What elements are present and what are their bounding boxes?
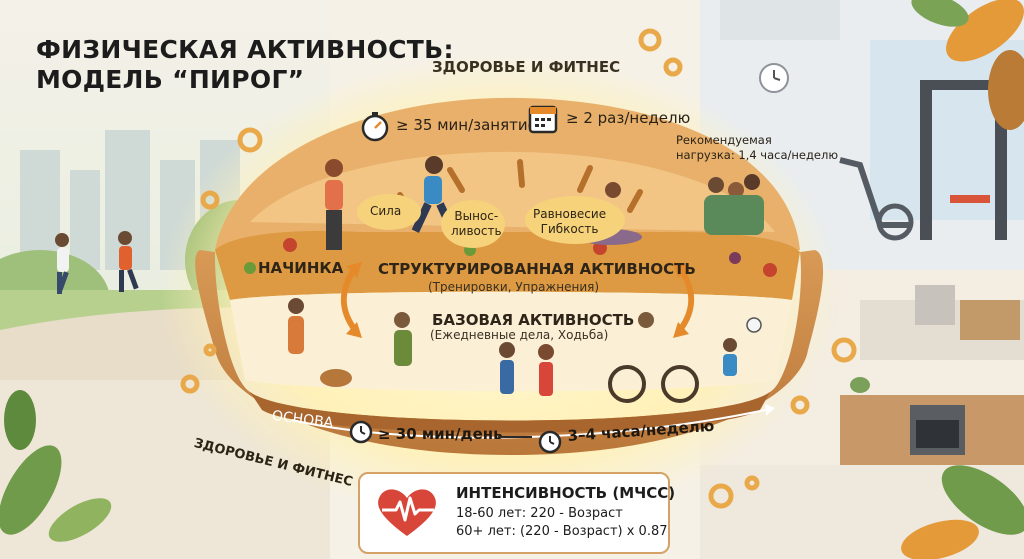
structured-activity-subtitle: (Тренировки, Упражнения) bbox=[428, 280, 600, 294]
calendar-icon bbox=[528, 102, 558, 138]
tag-bg-balance bbox=[525, 196, 625, 244]
heart-pulse-icon bbox=[372, 484, 442, 542]
exercise-bike bbox=[839, 157, 990, 241]
dog bbox=[320, 369, 352, 387]
daily-stat: ≥ 30 мин/день bbox=[378, 425, 503, 443]
leaves-top-right bbox=[911, 0, 1024, 130]
clock-icon bbox=[349, 420, 373, 448]
recommended-load-line-1: Рекомендуемая bbox=[676, 133, 772, 147]
power-rack bbox=[920, 80, 932, 240]
leaves-bottom-left bbox=[0, 390, 112, 542]
health-label-top: ЗДОРОВЬЕ И ФИТНЕС bbox=[432, 58, 621, 76]
intensity-line-1: 18-60 лет: 220 - Возраст bbox=[456, 506, 623, 521]
filling-label: НАЧИНКА bbox=[258, 259, 344, 277]
pie-filling bbox=[215, 230, 800, 300]
recommended-load: Рекомендуемая нагрузка: 1,4 часа/неделю bbox=[676, 133, 838, 163]
ball bbox=[746, 317, 762, 333]
intensity-title: ИНТЕНСИВНОСТЬ (МЧСС) bbox=[456, 484, 676, 502]
bicycle-wheel bbox=[608, 365, 646, 403]
intensity-line-2: 60+ лет: (220 - Возраст) x 0.87 bbox=[456, 524, 668, 539]
tag-balance: Равновесие bbox=[533, 207, 607, 221]
tag-endurance: Вынос- ливость bbox=[451, 209, 502, 239]
range-hood bbox=[915, 285, 955, 325]
tag-flexibility: Гибкость bbox=[540, 222, 599, 236]
tag-strength: Сила bbox=[370, 204, 402, 218]
recommended-load-line-2: нагрузка: 1,4 часа/неделю bbox=[676, 148, 839, 162]
structured-activity-title: СТРУКТУРИРОВАННАЯ АКТИВНОСТЬ bbox=[378, 260, 696, 278]
stat-divider bbox=[498, 436, 532, 438]
stopwatch-icon bbox=[360, 110, 390, 146]
clock-icon bbox=[538, 430, 562, 458]
tag-endurance-line-1: Вынос- bbox=[454, 209, 499, 223]
tag-bg-endurance bbox=[441, 200, 505, 248]
page-title-line-2: МОДЕЛЬ “ПИРОГ” bbox=[36, 65, 305, 94]
tag-bg-strength bbox=[357, 194, 421, 230]
tag-balance-flexibility: Равновесие Гибкость bbox=[533, 207, 606, 237]
layer-arrows bbox=[340, 266, 695, 332]
kitchen-cabinet bbox=[960, 300, 1020, 340]
duration-stat: ≥ 35 мин/занятие bbox=[396, 116, 537, 134]
leaves-bottom-right bbox=[901, 465, 1024, 559]
frequency-stat: ≥ 2 раз/неделю bbox=[566, 109, 691, 127]
gears bbox=[180, 28, 857, 509]
joggers bbox=[55, 231, 139, 294]
base-activity-subtitle: (Ежедневные дела, Ходьба) bbox=[430, 328, 609, 342]
tag-endurance-line-2: ливость bbox=[451, 224, 502, 238]
base-activity-title: БАЗОВАЯ АКТИВНОСТЬ bbox=[432, 311, 635, 329]
page-title-line-1: ФИЗИЧЕСКАЯ АКТИВНОСТЬ: bbox=[36, 35, 454, 64]
